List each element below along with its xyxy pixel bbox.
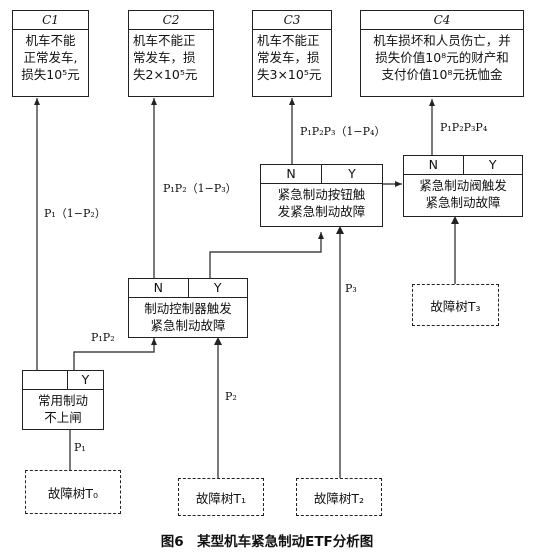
event-text-line: 紧急制动按钮触 <box>277 187 366 202</box>
event-text-line: 紧急制动故障 <box>150 318 226 333</box>
consequence-box-c3: C3 机车不能正 常发车，损 失3×10⁵元 <box>252 10 332 97</box>
prob-label-c1: P₁（1−P₂） <box>44 207 106 220</box>
arrow-e2-to-e3 <box>209 232 324 278</box>
consequence-box-c2: C2 机车不能正 常发车，损 失2×10⁵元 <box>128 10 214 97</box>
fault-tree-t0: 故障树T₀ <box>25 470 121 514</box>
event-box-e4: N Y 紧急制动阀触发 紧急制动故障 <box>403 155 523 217</box>
consequence-text-line: 机车不能 <box>25 33 76 48</box>
consequence-text-line: 机车不能正 <box>257 33 320 48</box>
branch-y-label: Y <box>321 165 382 183</box>
arrowhead-t1 <box>214 337 222 345</box>
consequence-text-line: 损失价值10⁸元的财产和 <box>375 50 509 65</box>
event-text-line: 制动控制器触发 <box>144 301 232 316</box>
prob-label-c3: P₁P₂P₃（1−P₄） <box>300 125 386 138</box>
consequence-text-line: 常发车，损 <box>133 50 196 65</box>
event-box-e2: N Y 制动控制器触发 紧急制动故障 <box>128 278 248 338</box>
arrow-e1-to-e2 <box>73 338 157 370</box>
consequence-text-line: 机车损坏和人员伤亡，并 <box>373 33 511 48</box>
event-text-line: 紧急制动阀触发 <box>419 178 507 193</box>
branch-y-label: Y <box>66 371 103 389</box>
consequence-text-line: 常发车，损 <box>257 50 320 65</box>
arrowhead-t3 <box>451 216 459 224</box>
consequence-text-line: 失2×10⁵元 <box>133 67 198 82</box>
prob-label-t2: P₃ <box>345 282 357 295</box>
branch-n-label <box>23 371 67 389</box>
arrowhead-t2 <box>336 226 344 234</box>
event-text-line: 常用制动 <box>37 393 88 408</box>
consequence-id: C1 <box>13 11 88 30</box>
consequence-box-c4: C4 机车损坏和人员伤亡，并 损失价值10⁸元的财产和 支付价值10⁸元抚恤金 <box>360 10 524 97</box>
event-box-e3: N Y 紧急制动按钮触 发紧急制动故障 <box>260 164 383 227</box>
prob-label-c4: P₁P₂P₃P₄ <box>440 121 488 134</box>
fault-tree-t3: 故障树T₃ <box>412 284 499 326</box>
branch-y-label: Y <box>462 156 523 174</box>
event-text-line: 不上闸 <box>44 410 82 425</box>
fault-tree-t2: 故障树T₂ <box>296 478 382 516</box>
prob-label-e1-y: P₁P₂ <box>91 331 115 344</box>
consequence-text-line: 损失10⁵元 <box>21 67 80 82</box>
consequence-id: C4 <box>361 11 523 30</box>
consequence-text-line: 机车不能正 <box>133 33 196 48</box>
event-text-line: 紧急制动故障 <box>425 195 501 210</box>
consequence-id: C2 <box>129 11 213 30</box>
figure-caption: 图6 某型机车紧急制动ETF分析图 <box>160 534 374 550</box>
branch-y-label: Y <box>187 279 248 297</box>
consequence-id: C3 <box>253 11 331 30</box>
consequence-text-line: 正常发车, <box>23 50 78 65</box>
event-box-e1: Y 常用制动 不上闸 <box>22 370 104 430</box>
consequence-text-line: 失3×10⁵元 <box>257 67 322 82</box>
prob-label-t0: P₁ <box>74 441 86 454</box>
branch-n-label: N <box>153 280 163 295</box>
consequence-text-line: 支付价值10⁸元抚恤金 <box>381 67 503 82</box>
fault-tree-t1: 故障树T₁ <box>178 478 264 516</box>
prob-label-t1: P₂ <box>225 390 237 403</box>
branch-n-label: N <box>428 157 438 172</box>
prob-label-c2: P₁P₂（1−P₃） <box>163 182 237 195</box>
branch-n-label: N <box>286 166 296 181</box>
consequence-box-c1: C1 机车不能 正常发车, 损失10⁵元 <box>12 10 89 97</box>
event-text-line: 发紧急制动故障 <box>277 204 366 219</box>
